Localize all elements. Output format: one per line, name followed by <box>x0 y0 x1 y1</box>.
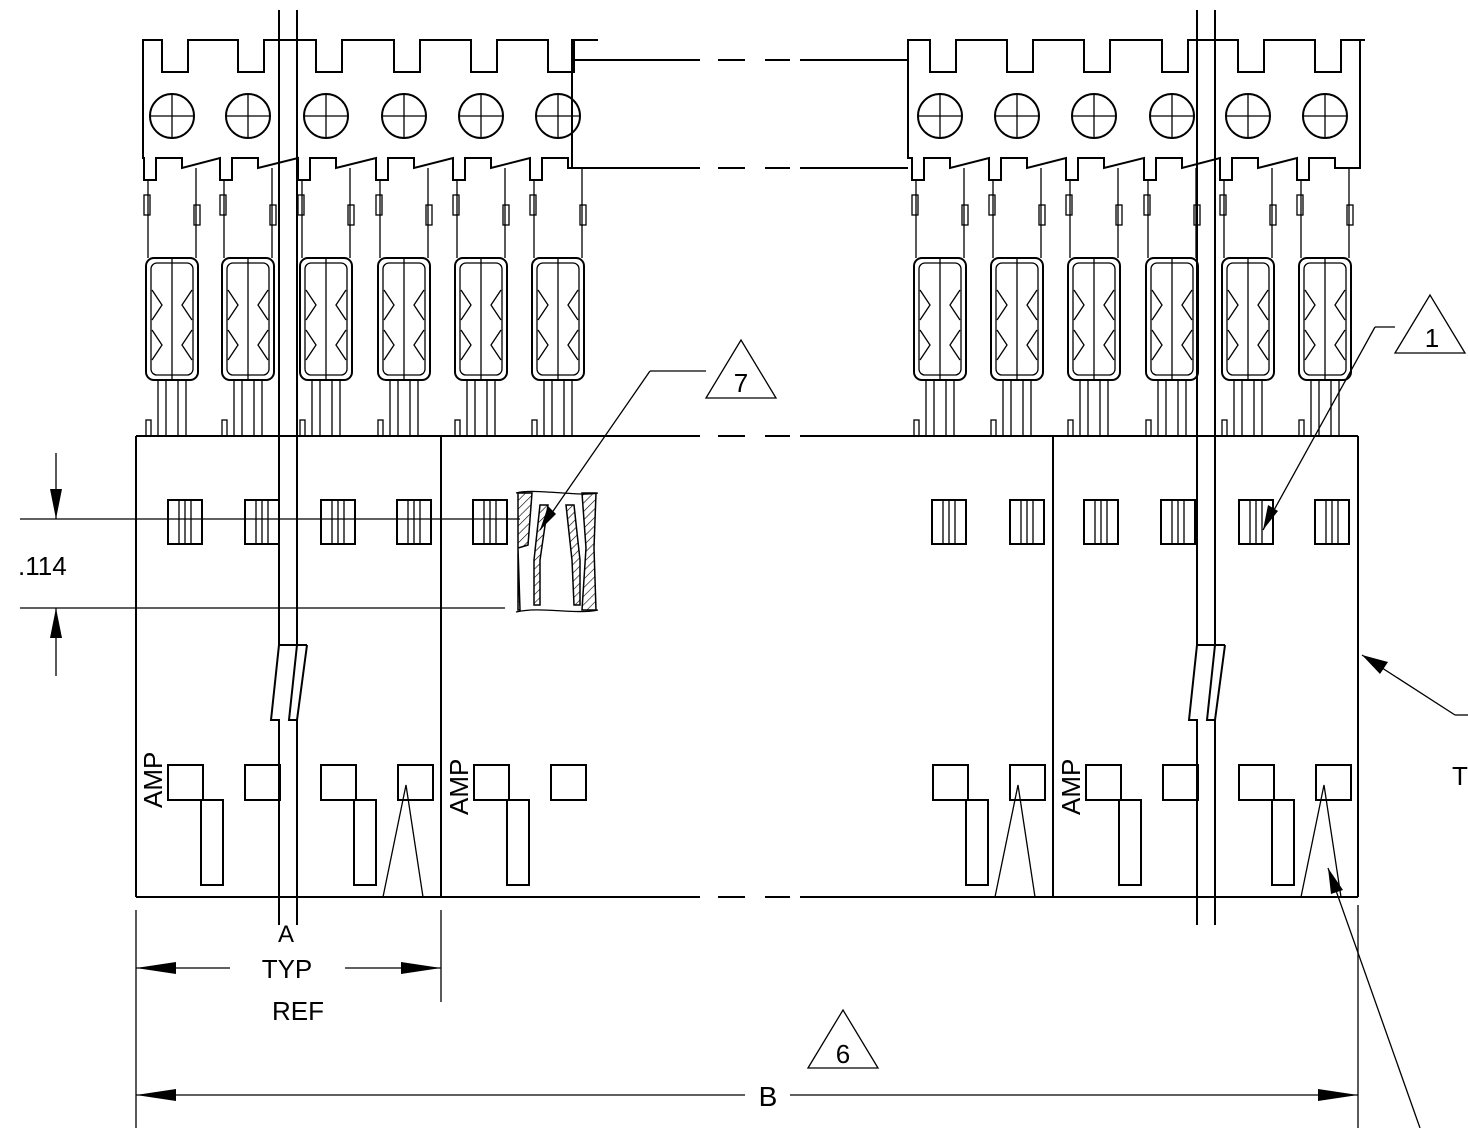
pilot-hole <box>1071 93 1117 139</box>
housing-body <box>135 435 1359 898</box>
pilot-hole <box>1302 93 1348 139</box>
dim-typ-label: TYP <box>262 954 313 984</box>
strip-crenellation <box>142 39 598 73</box>
housing-window <box>472 499 508 545</box>
dim-b-label: B <box>759 1081 778 1112</box>
contact-terminal <box>911 168 969 437</box>
latch <box>932 764 989 886</box>
pilot-hole <box>149 93 195 139</box>
strip-crenellation <box>907 39 1365 73</box>
amp-marking-3: AMP <box>1056 759 1086 815</box>
partial-t-label: T <box>1452 761 1468 791</box>
dimension-a: A TYP REF <box>135 910 442 1128</box>
contact-terminal <box>1065 168 1123 437</box>
latch <box>473 764 530 886</box>
contact-terminal <box>1143 168 1201 437</box>
housing-window <box>1083 499 1119 545</box>
latch <box>1085 764 1142 886</box>
pilot-hole <box>303 93 349 139</box>
dim-pitch-label: .114 <box>18 551 67 581</box>
contact-terminal <box>452 168 510 437</box>
housing-window <box>244 499 280 545</box>
pilot-hole <box>994 93 1040 139</box>
contact-terminal <box>375 168 433 437</box>
contact-terminal <box>1219 168 1277 437</box>
housing-window <box>1314 499 1350 545</box>
contact-terminals <box>143 168 1354 437</box>
pilot-hole <box>1149 93 1195 139</box>
dim-a-label: A <box>278 921 294 948</box>
housing-latches <box>167 764 1352 898</box>
latch-wedge <box>994 764 1046 898</box>
contact-terminal <box>297 168 355 437</box>
callout-1-number: 1 <box>1425 323 1439 353</box>
pilot-hole <box>535 93 581 139</box>
contact-terminal <box>1296 168 1354 437</box>
latch-square <box>1162 764 1199 801</box>
pilot-hole <box>1225 93 1271 139</box>
strip-lower-edge <box>907 72 1361 181</box>
amp-marking-2: AMP <box>444 759 474 815</box>
strip-lower-edge <box>142 72 573 181</box>
contact-terminal <box>143 168 201 437</box>
section-view <box>515 490 599 613</box>
contact-terminal <box>529 168 587 437</box>
break-line-left <box>269 10 308 925</box>
latch-wedge <box>1300 764 1352 898</box>
callout-7-number: 7 <box>734 368 748 398</box>
latch-wedge <box>382 764 434 898</box>
housing-window <box>396 499 432 545</box>
latch-square <box>244 764 281 801</box>
carrier-strip <box>142 39 1365 181</box>
contact-terminal <box>219 168 277 437</box>
amp-marking-1: AMP <box>138 752 168 808</box>
leader-latch <box>1327 867 1421 1128</box>
dimension-pitch: .114 <box>18 453 520 676</box>
latch-square <box>550 764 587 801</box>
dimension-b: B <box>136 905 1359 1128</box>
callout-6-number: 6 <box>836 1039 850 1069</box>
housing-window <box>1009 499 1045 545</box>
leader-t: T <box>1361 654 1468 791</box>
callout-1: 1 <box>1262 293 1467 531</box>
latch <box>167 764 224 886</box>
callout-6: 6 <box>806 1008 880 1069</box>
latch <box>320 764 377 886</box>
housing-window <box>167 499 203 545</box>
housing-window <box>931 499 967 545</box>
latch <box>1238 764 1295 886</box>
pilot-hole <box>458 93 504 139</box>
housing-window <box>1238 499 1274 545</box>
callout-7: 7 <box>539 338 778 531</box>
break-line-right <box>1187 10 1226 925</box>
pilot-hole <box>917 93 963 139</box>
contact-terminal <box>988 168 1046 437</box>
pilot-holes <box>149 93 1348 139</box>
pilot-hole <box>381 93 427 139</box>
housing-window <box>1160 499 1196 545</box>
housing-windows <box>167 499 1350 545</box>
pilot-hole <box>225 93 271 139</box>
dim-ref-label: REF <box>272 996 324 1026</box>
housing-window <box>320 499 356 545</box>
